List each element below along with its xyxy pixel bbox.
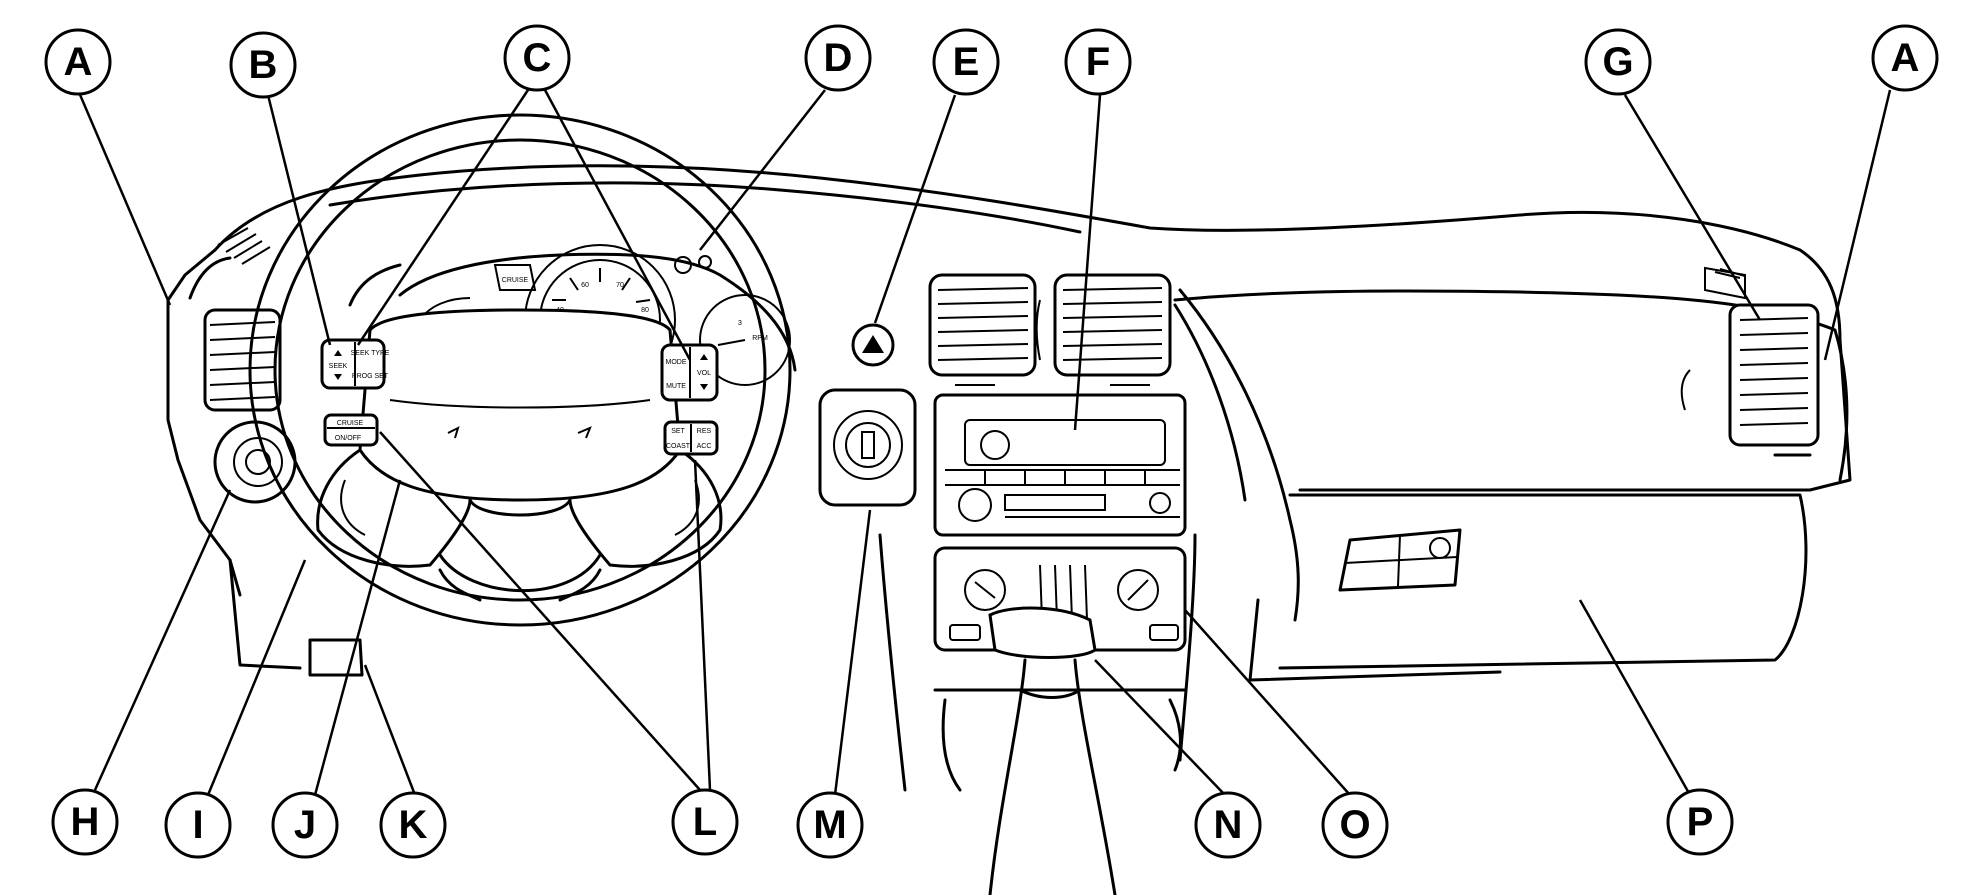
ignition-switch — [818, 388, 917, 507]
callout-e: E — [932, 28, 1000, 96]
dashboard-outline — [166, 164, 1852, 682]
callout-a-left: A — [44, 28, 112, 96]
callout-m: M — [796, 791, 864, 859]
svg-text:P: P — [1687, 800, 1714, 844]
svg-text:N: N — [1214, 803, 1243, 847]
res-label: RES — [697, 428, 712, 435]
cruise-controls-left: CRUISE ON/OFF — [323, 413, 379, 447]
callout-a-right: A — [1871, 24, 1939, 92]
callout-j: J — [271, 791, 339, 859]
left-vent — [203, 308, 282, 412]
svg-text:L: L — [693, 800, 717, 844]
callout-p: P — [1666, 788, 1734, 856]
mode-label: MODE — [666, 359, 687, 366]
console — [878, 533, 1197, 792]
svg-text:70: 70 — [616, 282, 624, 289]
svg-text:80: 80 — [641, 307, 649, 314]
callout-l: L — [671, 788, 739, 856]
svg-text:H: H — [71, 800, 100, 844]
callout-b: B — [229, 31, 297, 99]
coast-label: COAST — [666, 443, 691, 450]
callout-g: G — [1584, 28, 1652, 96]
callout-k: K — [379, 791, 447, 859]
svg-text:D: D — [824, 36, 853, 80]
cruise-controls-right: SET COAST RES ACC — [663, 420, 719, 456]
svg-text:CRUISE: CRUISE — [502, 277, 529, 284]
acc-label: ACC — [697, 443, 712, 450]
svg-text:RPM: RPM — [752, 335, 768, 342]
svg-text:60: 60 — [581, 282, 589, 289]
audio-steering-controls-right: MODE MUTE VOL — [660, 343, 719, 402]
prog-set-label: PROG SET — [352, 373, 389, 380]
callout-o: O — [1321, 791, 1389, 859]
hazard-button — [851, 323, 895, 367]
mute-label: MUTE — [666, 383, 686, 390]
on-off-label: ON/OFF — [335, 435, 361, 442]
svg-text:3: 3 — [738, 320, 742, 327]
svg-text:C: C — [523, 36, 552, 80]
callout-c: C — [503, 24, 571, 92]
leader-lines — [76, 89, 1892, 796]
seek-label: SEEK — [329, 363, 348, 370]
cruise-label: CRUISE — [337, 420, 364, 427]
svg-text:M: M — [813, 803, 846, 847]
seek-type-label: SEEK TYPE — [351, 350, 390, 357]
svg-text:G: G — [1602, 40, 1633, 84]
callout-labels: A B C D E F G A — [44, 24, 1939, 859]
svg-text:I: I — [192, 803, 203, 847]
svg-text:B: B — [249, 43, 278, 87]
callout-n: N — [1194, 791, 1262, 859]
svg-text:A: A — [64, 40, 93, 84]
vol-label: VOL — [697, 370, 711, 377]
radio — [933, 393, 1187, 537]
svg-text:E: E — [953, 40, 980, 84]
svg-text:F: F — [1086, 40, 1110, 84]
svg-text:K: K — [399, 803, 428, 847]
callout-i: I — [164, 791, 232, 859]
callout-d: D — [804, 24, 872, 92]
callout-f: F — [1064, 28, 1132, 96]
set-label: SET — [671, 428, 685, 435]
svg-text:O: O — [1339, 803, 1370, 847]
center-vents — [928, 273, 1172, 386]
audio-steering-controls-left: SEEK SEEK TYPE PROG SET — [320, 338, 390, 390]
callout-h: H — [51, 788, 119, 856]
gear-shifter — [988, 606, 1117, 895]
svg-text:A: A — [1891, 36, 1920, 80]
svg-text:J: J — [294, 803, 316, 847]
